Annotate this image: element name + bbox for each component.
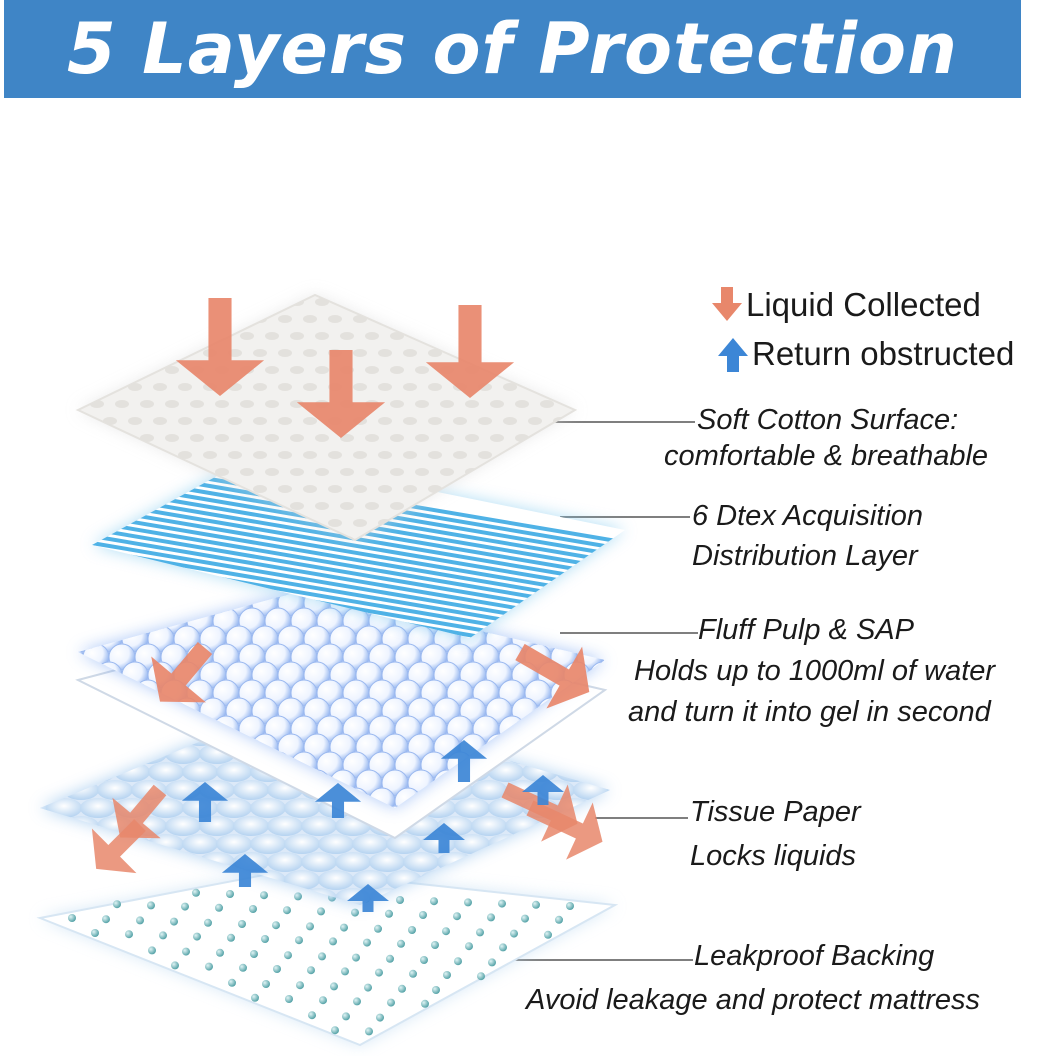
up-arrow-icon [347,884,389,912]
leader-lines [510,421,698,961]
layer-5-title: Leakproof Backing [694,940,935,972]
up-arrow-icon [221,854,269,887]
legend-return-obstructed: Return obstructed [718,335,1014,373]
header-banner: 5 Layers of Protection [4,0,1021,98]
layer-3-desc: Holds up to 1000ml of water [634,655,996,687]
up-arrow-icon [181,782,229,822]
up-arrow-icon [718,338,748,372]
up-arrow-icon [522,775,564,805]
layer-5-desc: Avoid leakage and protect mattress [526,984,981,1016]
layer-1-title: Soft Cotton Surface: [697,404,959,436]
layer-2-title: 6 Dtex Acquisition [692,500,924,532]
flow-arrows [91,298,603,912]
down-arrow-icon [425,305,515,398]
leakproof-backing-layer [36,868,619,1047]
down-arrow-icon [151,641,213,703]
legend-label-liquid-collected: Liquid Collected [746,286,981,323]
page-title: 5 Layers of Protection [67,8,958,90]
down-arrow-icon [91,819,146,874]
layer-4-title: Tissue Paper [690,796,861,828]
down-arrow-icon [515,643,590,709]
down-arrow-icon [712,287,742,321]
legend-liquid-collected: Liquid Collected [712,286,981,324]
up-arrow-icon [423,823,465,853]
layer-3-desc-2: and turn it into gel in second [628,696,991,728]
down-arrow-icon [175,298,265,396]
layer-1-desc: comfortable & breathable [664,440,989,472]
down-arrow-icon [112,784,167,839]
up-arrow-icon [440,740,488,782]
layer-2-desc: Distribution Layer [692,540,918,572]
down-arrow-icon [526,800,603,860]
up-arrow-icon [314,783,362,818]
legend-label-return-obstructed: Return obstructed [752,335,1015,372]
down-arrow-icon [296,350,386,438]
layer-3-title: Fluff Pulp & SAP [698,614,914,646]
layer-4-desc: Locks liquids [690,840,857,872]
